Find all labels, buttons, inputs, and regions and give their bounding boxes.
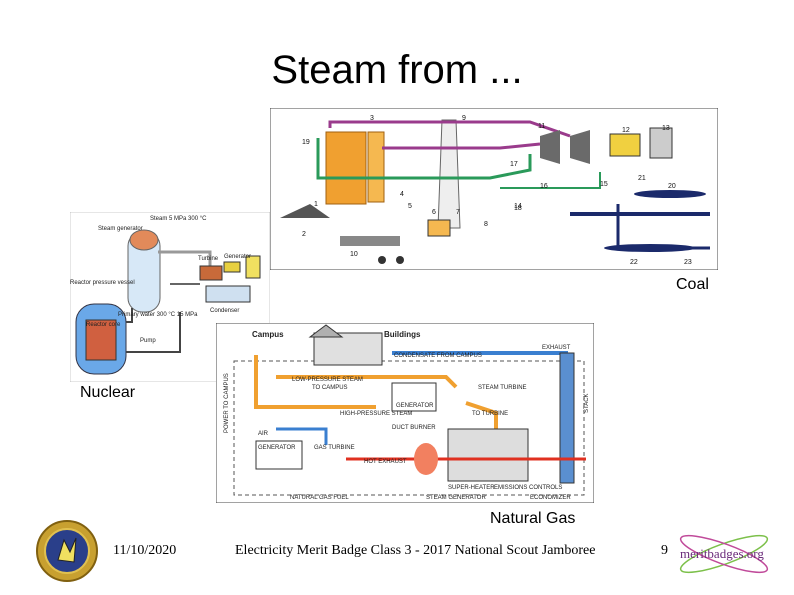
coal-num-7: 7 xyxy=(456,209,460,216)
coal-num-18: 18 xyxy=(514,205,522,212)
coal-num-23: 23 xyxy=(684,259,692,266)
gas-generator2: GENERATOR xyxy=(258,445,296,451)
gas-buildings: Buildings xyxy=(384,330,421,339)
gas-economizer: ECONOMIZER xyxy=(530,495,571,501)
slide-title: Steam from ... xyxy=(271,48,523,92)
merit-badge-emblem xyxy=(36,520,98,582)
coal-num-9: 9 xyxy=(462,115,466,122)
natural-gas-diagram: Campus Buildings CONDENSATE FROM CAMPUS … xyxy=(216,323,594,503)
gas-condensate: CONDENSATE FROM CAMPUS xyxy=(394,353,482,359)
coal-num-14: 14 xyxy=(514,203,522,210)
nuclear-text-4: Reactor pressure vessel xyxy=(70,280,135,286)
gas-power: POWER TO CAMPUS xyxy=(224,373,230,433)
gas-duct-burner: DUCT BURNER xyxy=(392,425,436,431)
coal-num-1: 1 xyxy=(314,201,318,208)
natural-gas-label: Natural Gas xyxy=(490,510,576,527)
coal-num-3: 3 xyxy=(370,115,374,122)
gas-exhaust-top: EXHAUST xyxy=(542,345,571,351)
coal-num-12: 12 xyxy=(622,127,630,134)
nuclear-text-1: Steam generator xyxy=(98,226,143,232)
meritbadges-logo-svg: meritbadges.org xyxy=(679,534,769,574)
nuclear-label: Nuclear xyxy=(80,384,136,401)
coal-num-19: 19 xyxy=(302,139,310,146)
coal-num-17: 17 xyxy=(510,161,518,168)
nuclear-text-7: Pump xyxy=(140,338,156,344)
coal-num-21: 21 xyxy=(638,175,646,182)
nuclear-diagram: Steam 5 MPa 300 °C Steam generator Turbi… xyxy=(70,212,270,382)
gas-gas-turbine: GAS TURBINE xyxy=(314,445,355,451)
natural-gas-diagram-svg: Campus Buildings CONDENSATE FROM CAMPUS … xyxy=(216,323,594,503)
gas-air: AIR xyxy=(258,431,269,437)
gas-emissions: EMISSIONS CONTROLS xyxy=(494,485,562,491)
gas-campus: Campus xyxy=(252,330,284,339)
coal-num-10: 10 xyxy=(350,251,358,258)
gas-generator: GENERATOR xyxy=(396,403,434,409)
nuclear-text-2: Turbine xyxy=(198,256,219,262)
coal-num-6: 6 xyxy=(432,209,436,216)
gas-superheater: SUPER-HEATER xyxy=(448,485,495,491)
coal-num-2: 2 xyxy=(302,231,306,238)
gas-to-campus: TO CAMPUS xyxy=(312,385,348,391)
coal-num-20: 20 xyxy=(668,183,676,190)
nuclear-text-8: Condenser xyxy=(210,308,239,314)
coal-diagram: 1 2 3 4 5 6 7 8 9 10 11 12 13 14 15 16 1… xyxy=(270,108,718,270)
gas-low-pressure: LOW-PRESSURE STEAM xyxy=(292,377,363,383)
nuclear-text-3: Generator xyxy=(224,254,251,260)
gas-high-pressure: HIGH-PRESSURE STEAM xyxy=(340,411,412,417)
coal-num-13: 13 xyxy=(662,125,670,132)
coal-num-8: 8 xyxy=(484,221,488,228)
coal-num-5: 5 xyxy=(408,203,412,210)
footer-page-number: 9 xyxy=(661,543,668,558)
footer-caption: Electricity Merit Badge Class 3 - 2017 N… xyxy=(235,543,596,558)
coal-num-11: 11 xyxy=(538,123,545,130)
gas-hot-exhaust: HOT EXHAUST xyxy=(364,459,407,465)
coal-label: Coal xyxy=(676,276,709,293)
merit-badge-emblem-svg xyxy=(36,520,98,582)
gas-steam-gen: STEAM GENERATOR xyxy=(426,495,486,501)
coal-num-15: 15 xyxy=(600,181,608,188)
nuclear-text-5: Reactor core xyxy=(86,322,121,328)
meritbadges-logo: meritbadges.org xyxy=(672,528,782,582)
coal-diagram-svg: 1 2 3 4 5 6 7 8 9 10 11 12 13 14 15 16 1… xyxy=(270,108,718,270)
gas-stack: STACK xyxy=(584,393,590,413)
meritbadges-logo-text: meritbadges.org xyxy=(680,546,764,561)
coal-num-16: 16 xyxy=(540,183,548,190)
nuclear-text-6: Primary water 300 °C 15 MPa xyxy=(118,312,198,318)
gas-fuel: NATURAL GAS FUEL xyxy=(290,495,349,501)
coal-num-4: 4 xyxy=(400,191,404,198)
coal-num-22: 22 xyxy=(630,259,638,266)
footer-date: 11/10/2020 xyxy=(113,543,177,558)
gas-to-turbine: TO TURBINE xyxy=(472,411,508,417)
nuclear-text-0: Steam 5 MPa 300 °C xyxy=(150,216,207,222)
gas-steam-turbine: STEAM TURBINE xyxy=(478,385,527,391)
nuclear-diagram-svg: Steam 5 MPa 300 °C Steam generator Turbi… xyxy=(70,212,270,382)
